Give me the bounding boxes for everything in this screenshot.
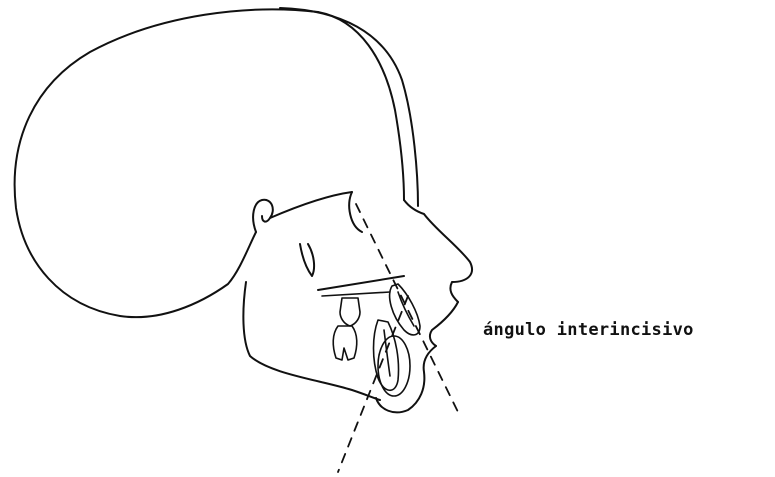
lower-molar	[333, 326, 357, 360]
forehead-outer-outline	[280, 8, 418, 206]
interincisal-angle-label: ángulo interincisivo	[483, 320, 694, 340]
lower-lip-chin	[376, 346, 436, 412]
pterygomaxillary-mark	[300, 244, 314, 276]
nose-profile	[404, 200, 472, 302]
cranium-outline	[15, 9, 318, 317]
symphysis-outline	[378, 336, 410, 396]
ear-outline	[253, 200, 273, 232]
forehead-inner-outline	[318, 12, 404, 200]
upper-lip	[430, 302, 458, 346]
cranial-base-line	[270, 192, 352, 218]
occlusal-line	[322, 292, 390, 296]
upper-molar	[340, 298, 360, 326]
mandible-outline	[243, 282, 380, 400]
upper-incisor-pulp	[398, 292, 414, 326]
